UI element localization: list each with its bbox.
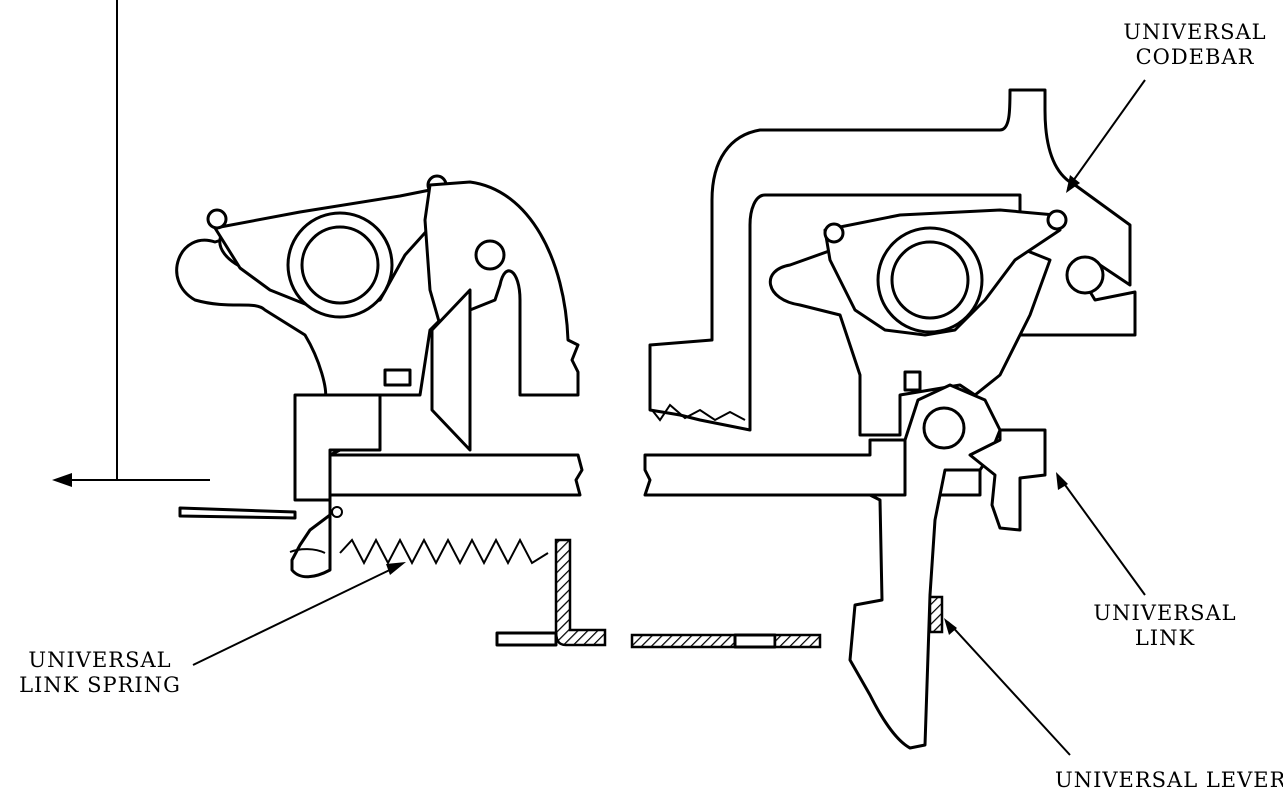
left-stem — [290, 393, 382, 579]
right-bearing-inner — [890, 240, 970, 320]
universal-codebar — [648, 88, 1137, 432]
leader-lines — [192, 79, 1146, 756]
label-line: LINK SPRING — [19, 673, 181, 697]
label-line: UNIVERSAL — [1093, 601, 1237, 625]
label-line: UNIVERSAL — [28, 648, 172, 672]
left-bearing-inner — [300, 225, 380, 305]
left-link-bar — [328, 453, 584, 497]
left-pawl — [423, 180, 580, 397]
codebar-roller — [1065, 255, 1105, 295]
label-line: LINK — [1134, 626, 1196, 650]
universal-link — [968, 428, 1047, 532]
left-pawl-pin — [474, 239, 506, 271]
label-universal-lever: UNIVERSAL LEVER — [1055, 768, 1283, 792]
label-universal-codebar: UNIVERSAL CODEBAR — [1110, 20, 1280, 70]
spring-bracket — [554, 538, 607, 647]
right-assembly — [643, 88, 1137, 750]
left-rod — [178, 506, 297, 520]
label-line: UNIVERSAL — [1123, 20, 1267, 44]
universal-lever — [848, 383, 1002, 750]
label-universal-link: UNIVERSAL LINK — [1080, 601, 1250, 651]
universal-link-spring — [339, 537, 549, 566]
label-universal-link-spring: UNIVERSAL LINK SPRING — [0, 648, 200, 698]
right-strip — [630, 633, 737, 649]
universal-lever-pivot — [922, 406, 966, 450]
motion-arrow — [52, 0, 210, 487]
left-assembly — [175, 174, 822, 649]
lever-block — [928, 595, 944, 634]
label-line: CODEBAR — [1135, 45, 1255, 69]
right-link-bar — [643, 438, 982, 497]
